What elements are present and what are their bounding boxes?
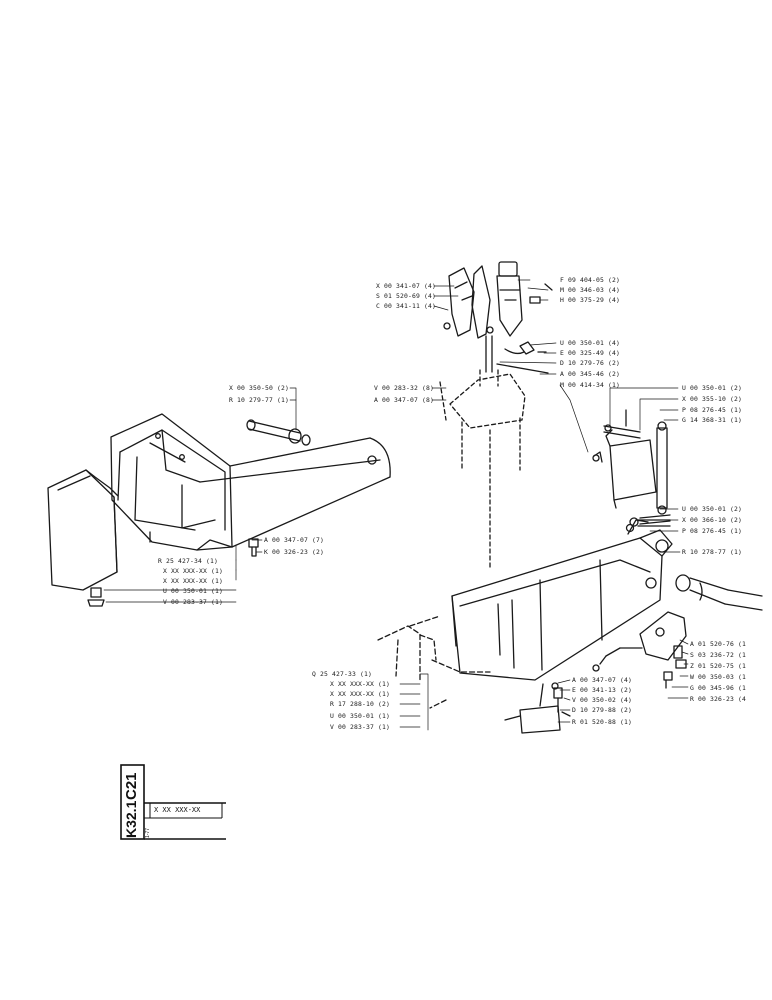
title-box-part-code: X XX XXX-XX bbox=[154, 806, 201, 814]
callout-v-00-283-37-bottom: V 00 283-37 (1) bbox=[330, 723, 390, 731]
callout-v-00-283-37-left: V 00 283-37 (1) bbox=[163, 598, 223, 606]
callout-xx-3: X XX XXX-XX (1) bbox=[330, 680, 390, 688]
callout-xx-4: X XX XXX-XX (1) bbox=[330, 690, 390, 698]
callout-r-00-326-23: R 00 326-23 (4 bbox=[690, 695, 746, 703]
callout-xx-2: X XX XXX-XX (1) bbox=[163, 577, 223, 585]
callout-a-00-347-07-8: A 00 347-07 (8) bbox=[374, 396, 434, 404]
callout-f-09-404-05: F 09 404-05 (2) bbox=[560, 276, 620, 284]
center-mast bbox=[439, 369, 526, 571]
callout-p-08-276-45-lower: P 08 276-45 (1) bbox=[682, 527, 742, 535]
callout-g-14-368-31: G 14 368-31 (1) bbox=[682, 416, 742, 424]
callout-m-00-346-03: M 00 346-03 (4) bbox=[560, 286, 620, 294]
callout-r-17-288-10: R 17 288-10 (2) bbox=[330, 700, 390, 708]
callout-k-00-326-23: K 00 326-23 (2) bbox=[264, 548, 324, 556]
callout-v-00-350-02: V 00 350-02 (4) bbox=[572, 696, 632, 704]
leader-lines bbox=[103, 279, 689, 731]
callout-e-00-341-13: E 00 341-13 (2) bbox=[572, 686, 632, 694]
callout-e-00-325-49: E 00 325-49 (4) bbox=[560, 349, 620, 357]
callout-r-10-279-77-left: R 10 279-77 (1) bbox=[229, 396, 289, 404]
callout-u-00-350-01-bottom: U 00 350-01 (1) bbox=[330, 712, 390, 720]
callout-s-03-236-72: S 03 236-72 (1 bbox=[690, 651, 746, 659]
callout-u-00-350-01-left: U 00 350-01 (1) bbox=[163, 587, 223, 595]
callout-r-01-520-88: R 01 520-88 (1) bbox=[572, 718, 632, 726]
callout-c-00-341-11: C 00 341-11 (4) bbox=[376, 302, 436, 310]
callout-a-01-520-76: A 01 520-76 (1 bbox=[690, 640, 746, 648]
callout-u-00-350-01-top: U 00 350-01 (4) bbox=[560, 339, 620, 347]
title-small-mark: 1-77 bbox=[145, 827, 151, 838]
callout-g-00-345-96: G 00 345-96 (1 bbox=[690, 684, 746, 692]
callout-a-00-345-46: A 00 345-46 (2) bbox=[560, 370, 620, 378]
callout-d-10-279-76: D 10 279-76 (2) bbox=[560, 359, 620, 367]
top-hinge-parts bbox=[443, 261, 553, 374]
callout-r-25-427-34: R 25 427-34 (1) bbox=[158, 557, 218, 565]
callout-q-25-427-33: Q 25 427-33 (1) bbox=[312, 670, 372, 678]
side-cover-and-ram bbox=[592, 409, 671, 527]
callout-a-00-347-07-7: A 00 347-07 (7) bbox=[264, 536, 324, 544]
callout-w-00-350-03: W 00 350-03 (1 bbox=[690, 673, 746, 681]
callout-xx-1: X XX XXX-XX (1) bbox=[163, 567, 223, 575]
callout-a-00-347-07-4: A 00 347-07 (4) bbox=[572, 676, 632, 684]
callout-r-10-278-77: R 10 278-77 (1) bbox=[682, 548, 742, 556]
callout-x-00-350-50: X 00 350-50 (2) bbox=[229, 384, 289, 392]
callout-x-00-355-10: X 00 355-10 (2) bbox=[682, 395, 742, 403]
callout-x-00-366-10: X 00 366-10 (2) bbox=[682, 516, 742, 524]
title-block-frame bbox=[120, 764, 226, 840]
callout-p-08-276-45-upper: P 08 276-45 (1) bbox=[682, 406, 742, 414]
right-boom-arm bbox=[377, 514, 763, 734]
callout-x-00-341-07: X 00 341-07 (4) bbox=[376, 282, 436, 290]
callout-z-01-520-75: Z 01 520-75 (1 bbox=[690, 662, 746, 670]
callout-h-00-375-29: H 00 375-29 (4) bbox=[560, 296, 620, 304]
callout-v-00-283-32: V 00 283-32 (8) bbox=[374, 384, 434, 392]
callout-s-01-520-69: S 01 520-69 (4) bbox=[376, 292, 436, 300]
callout-u-00-350-01-r2: U 00 350-01 (2) bbox=[682, 384, 742, 392]
left-boom-housing bbox=[47, 413, 391, 607]
sheet-code-line1: C21 bbox=[123, 772, 140, 800]
callout-d-10-279-88: D 10 279-88 (2) bbox=[572, 706, 632, 714]
callout-u-00-350-01-r2b: U 00 350-01 (2) bbox=[682, 505, 742, 513]
callout-m-00-414-34: M 00 414-34 (1) bbox=[560, 381, 620, 389]
sheet-code-line2: K32.1 bbox=[123, 800, 139, 838]
